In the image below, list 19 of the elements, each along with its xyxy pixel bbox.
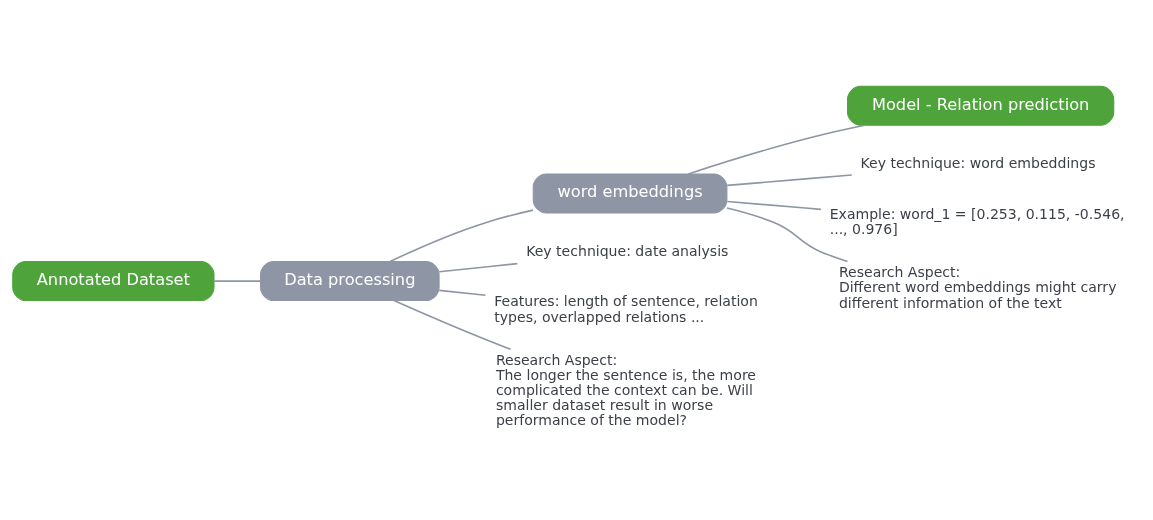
node-text: Key technique: date analysis (526, 242, 729, 259)
connector (726, 200, 822, 211)
node-text: Research Aspect: The longer the sentence is, the more complicated the context can be. Will smaller dataset result in worse performance of the model? (495, 351, 756, 429)
node-box: Annotated Dataset (12, 261, 215, 302)
connector (726, 207, 849, 263)
connector (213, 280, 262, 282)
connector (393, 299, 512, 351)
connector (438, 262, 519, 273)
node-text: Features: length of sentence, relation types, overlapped relations ... (494, 293, 758, 325)
connector (687, 124, 866, 175)
node-text: Research Aspect: Different word embeddings might carry different information of the text (838, 264, 1117, 311)
node-box: Model - Relation prediction (847, 85, 1115, 126)
node-text: Key technique: word embeddings (860, 154, 1096, 171)
connector (726, 174, 853, 187)
connector (389, 209, 534, 263)
node-text: Example: word_1 = [0.253, 0.115, -0.546, ..., 0.976] (829, 205, 1125, 237)
node-box: word embeddings (532, 173, 728, 214)
node-box: Data processing (260, 261, 440, 302)
connector (438, 289, 487, 297)
